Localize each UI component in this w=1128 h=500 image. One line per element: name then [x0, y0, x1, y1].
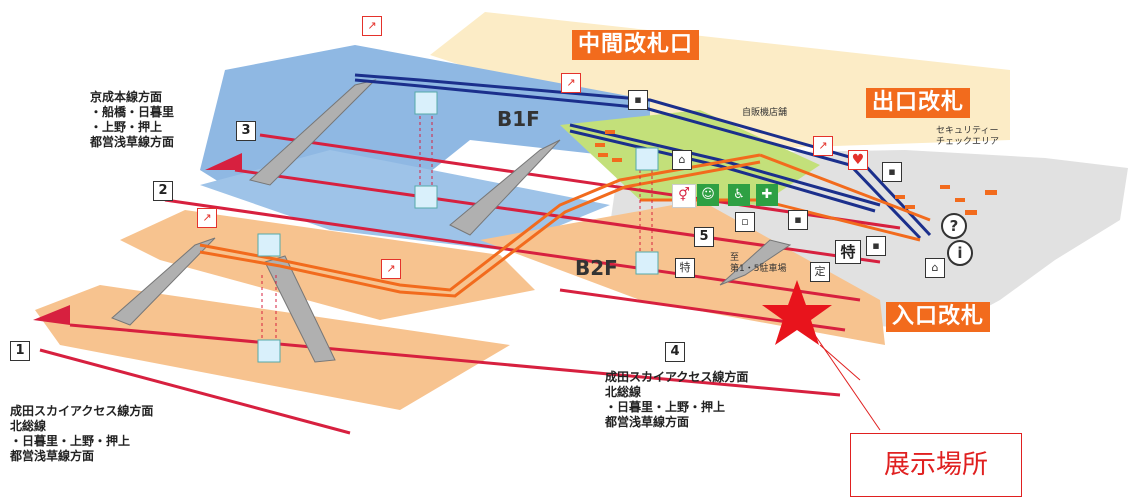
gate-markers [595, 130, 997, 215]
direction-arrow-b1f [205, 153, 242, 170]
middle-gate-label: 中間改札口 [572, 30, 700, 60]
entrance-gate-label: 入口改札 [886, 302, 991, 332]
vending-shop-label: 自販機店舗 [742, 108, 788, 118]
elevator-icons [257, 91, 659, 363]
direction-note-track4: 成田スカイアクセス線方面 北総線 ・日暮里・上野・押上 都営浅草線方面 [605, 370, 749, 429]
shop-icon: ⌂ [672, 150, 692, 170]
escalator-icon: ↗ [362, 16, 382, 36]
direction-note-track1: 成田スカイアクセス線方面 北総線 ・日暮里・上野・押上 都営浅草線方面 [10, 404, 154, 463]
station-office-icon: ▪ [788, 210, 808, 230]
direction-arrow-b2f [33, 305, 70, 325]
nursery-icon: ✚ [756, 184, 778, 206]
special-express-icon: 特 [675, 258, 695, 278]
security-area-label: セキュリティー チェックエリア [936, 126, 1000, 147]
shop-icon: ⌂ [925, 258, 945, 278]
restroom-icon: ⚥ [672, 184, 696, 208]
escalator-icon: ↗ [561, 73, 581, 93]
special-express-icon: 特 [835, 240, 861, 264]
exit-gate-label: 出口改札 [866, 88, 971, 118]
escalator-icon: ↗ [381, 259, 401, 279]
information-icon: i [947, 240, 973, 266]
stairs [111, 79, 792, 363]
escalator-icon: ↗ [813, 136, 833, 156]
b1f-platform-lower [200, 150, 610, 250]
wheelchair-icon: ♿ [728, 184, 750, 206]
track-number-1: 1 [10, 341, 30, 361]
ticket-office-icon: ▪ [628, 90, 648, 110]
exhibit-star-icon [762, 280, 832, 345]
track-number-4: 4 [665, 342, 685, 362]
elevator-shafts [261, 110, 653, 345]
ticket-machine-icon: ▪ [882, 162, 902, 182]
floor-label-b2f: B2F [575, 256, 618, 280]
track-number-3: 3 [236, 121, 256, 141]
escalator-icon: ↗ [197, 208, 217, 228]
track-number-5: 5 [694, 227, 714, 247]
ticket-machine-icon: ▪ [866, 236, 886, 256]
family-restroom-icon: ☺ [697, 184, 719, 206]
track-number-2: 2 [153, 181, 173, 201]
heart-icon: ♥ [848, 150, 868, 170]
floor-label-b1f: B1F [497, 107, 540, 131]
reserved-seat-icon: 定 [810, 262, 830, 282]
parking-label: 至 第1・5駐車場 [730, 253, 787, 274]
question-icon: ? [941, 213, 967, 239]
exhibit-location-label: 展示場所 [850, 433, 1022, 497]
exhibit-pointer [807, 324, 881, 431]
locker-icon: ▫ [735, 212, 755, 232]
b2f-platform-mid [120, 210, 535, 320]
direction-note-track3: 京成本線方面 ・船橋・日暮里 ・上野・押上 都営浅草線方面 [90, 90, 175, 149]
